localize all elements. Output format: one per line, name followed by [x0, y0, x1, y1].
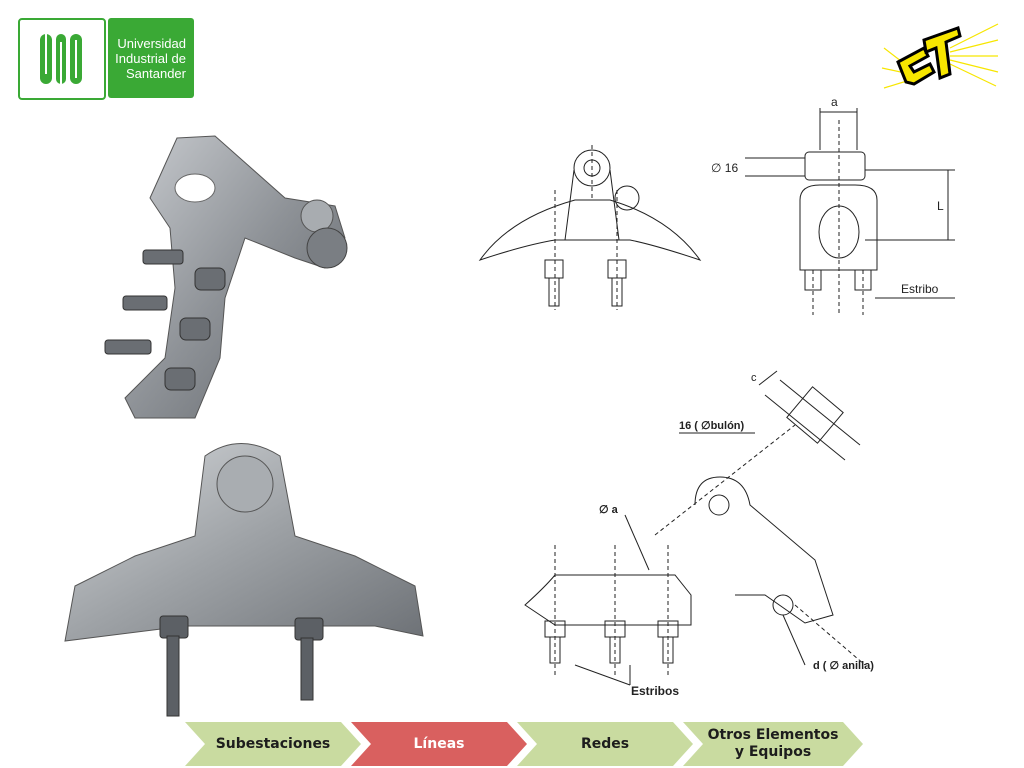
bulon-label: 16 ( ∅bulón) — [679, 420, 745, 432]
estribos-label: Estribos — [631, 684, 679, 698]
dim-a-label: a — [831, 95, 838, 109]
nav-item-redes[interactable]: Redes — [517, 722, 693, 766]
dim-L-label: L — [937, 199, 944, 213]
dim-diameter-label: ∅ 16 — [711, 161, 738, 175]
university-name-block: Universidad Industrial de Santander — [108, 18, 194, 98]
nav-item-redes-label: Redes — [580, 735, 630, 752]
nav-item-otros-line-1: Otros Elementos — [707, 727, 839, 743]
university-name-line-2: Industrial de — [115, 51, 186, 66]
uis-emblem-icon — [40, 34, 82, 84]
suspension-clamp-photo — [55, 436, 435, 721]
et-logo — [880, 18, 1000, 98]
suspension-clamp-side-drawing: a ∅ 16 L Estribo — [705, 90, 975, 315]
nav-item-subestaciones[interactable]: Subestaciones — [185, 722, 361, 766]
nav-item-subestaciones-label: Subestaciones — [215, 735, 331, 752]
university-name-line-3: Santander — [126, 66, 186, 81]
estribo-label: Estribo — [901, 282, 939, 296]
nav-item-lineas-label: Líneas — [413, 735, 465, 752]
uis-logo-emblem — [18, 18, 106, 100]
anilla-label: d ( ∅ anilla) — [813, 660, 874, 672]
strain-clamp-photo — [95, 128, 355, 428]
dim-c-label: c — [751, 372, 757, 384]
suspension-clamp-front-drawing — [470, 140, 710, 315]
strain-clamp-drawing: c 16 ( ∅bulón) ∅ a Es — [515, 365, 895, 705]
nav-item-lineas[interactable]: Líneas — [351, 722, 527, 766]
et-logo-icon — [881, 23, 999, 89]
nav-item-otros-elementos[interactable]: Otros Elementos y Equipos — [683, 722, 863, 766]
nav-item-otros-line-2: y Equipos — [734, 744, 812, 760]
university-name-line-1: Universidad — [117, 36, 186, 51]
section-nav: Subestaciones Líneas Redes Otros Element… — [185, 722, 865, 766]
diameter-a-label: ∅ a — [599, 504, 619, 516]
nav-item-otros-elementos-label: Otros Elementos y Equipos — [683, 722, 863, 766]
